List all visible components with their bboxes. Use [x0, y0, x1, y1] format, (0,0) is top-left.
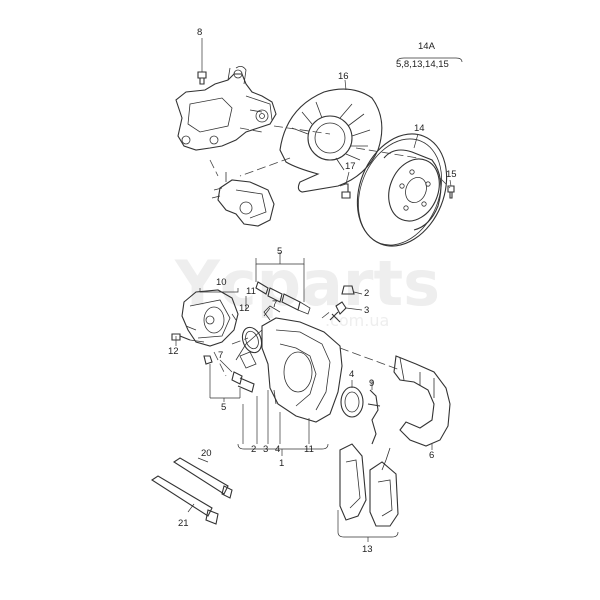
- bleeder-valve-and-cap: [329, 285, 363, 323]
- label-9: 9: [369, 378, 374, 389]
- grease-tube-20: [172, 457, 233, 499]
- label-1: 1: [279, 458, 284, 469]
- caliper-carrier-6: [393, 355, 451, 447]
- o-ring-7: [241, 326, 263, 354]
- retaining-spring-9: [367, 389, 381, 445]
- brake-caliper-1: [235, 305, 343, 423]
- label-5-top: 5: [277, 246, 282, 257]
- parking-brake-motor-10: [181, 288, 239, 347]
- leader-lines-mid: [175, 296, 433, 456]
- label-13: 13: [362, 544, 373, 555]
- watermark-brand: Ycparts: [174, 247, 440, 320]
- label-14a-sub: 5,8,13,14,15: [396, 59, 449, 70]
- label-3: 3: [364, 305, 369, 316]
- label-17: 17: [345, 161, 356, 172]
- label-14a: 14A: [418, 41, 436, 52]
- label-21: 21: [178, 518, 189, 529]
- guide-pin-set-5-top: [255, 252, 311, 315]
- label-12-top: 12: [239, 303, 250, 314]
- guide-pin-set-5-bottom: [203, 355, 255, 402]
- caliper-bracket-top: [211, 172, 275, 227]
- wheel-bearing-housing: [175, 66, 277, 151]
- label-10: 10: [216, 277, 227, 288]
- label-14: 14: [414, 123, 425, 134]
- screw-15: [447, 185, 455, 199]
- label-12-left: 12: [168, 346, 179, 357]
- label-16: 16: [338, 71, 349, 82]
- label-4-bottom: 4: [275, 444, 280, 455]
- label-5-bottom: 5: [221, 402, 226, 413]
- label-11-top: 11: [246, 286, 256, 297]
- brake-disc-14: [356, 133, 448, 247]
- label-6: 6: [429, 450, 434, 461]
- piston-seal-4: [340, 386, 364, 418]
- label-11-bottom: 11: [304, 444, 314, 455]
- label-7-top: 7: [272, 299, 277, 310]
- label-20: 20: [201, 448, 212, 459]
- label-8: 8: [197, 27, 202, 38]
- watermark-domain: .com.ua: [325, 311, 389, 330]
- brake-pads-13: [337, 443, 399, 542]
- splash-shield-16: [279, 88, 383, 193]
- assembly-axis-lines-mid: [213, 309, 401, 377]
- assembly-axis-lines-top: [209, 125, 451, 189]
- label-3-bottom: 3: [263, 444, 268, 455]
- label-2-bottom: 2: [251, 444, 256, 455]
- screw-12-left: [171, 333, 191, 341]
- part-labels: 8 14A 5,8,13,14,15 16 14 17 15 5 2 3 10 …: [168, 27, 457, 555]
- label-15: 15: [446, 169, 457, 180]
- grease-tube-21: [150, 475, 219, 525]
- label-7-mid: 7: [218, 350, 223, 361]
- label-4: 4: [349, 369, 354, 380]
- label-2: 2: [364, 288, 369, 299]
- bolt-17: [341, 183, 351, 199]
- leader-lines-top: [201, 38, 463, 187]
- bolt-8: [197, 71, 207, 85]
- watermark: Ycparts .com.ua: [174, 247, 440, 330]
